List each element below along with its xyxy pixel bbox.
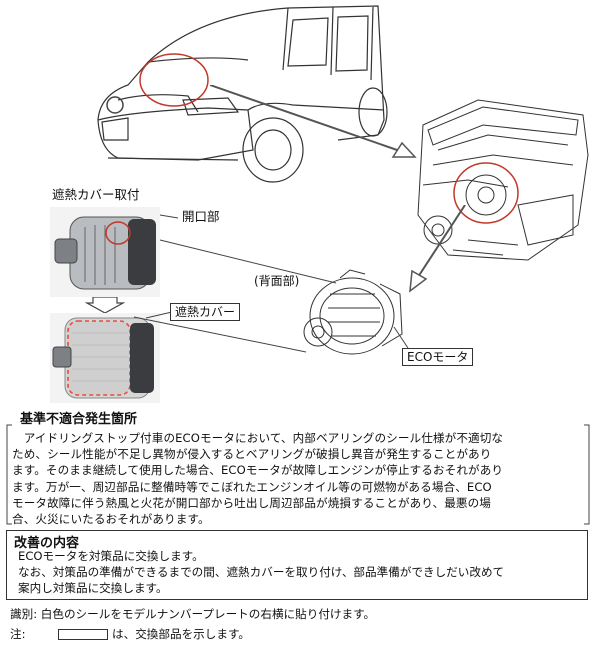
eco-motor-label: ECOモータ [402,348,474,366]
back-side-label: (背面部) [254,274,300,288]
defect-line: ます。そのまま継続して使用した場合、ECOモータが故障しエンジンが停止するおそれ… [12,463,504,478]
alternator-photo [50,207,160,297]
heat-cover-label: 遮熱カバー [170,303,241,321]
defect-description: アイドリングストップ付車のECOモータにおいて、内部ベアリングのシール仕様が不適… [12,430,584,527]
remedy-description: ECOモータを対策品に交換します。 なお、対策品の準備ができるまでの間、遮熱カバ… [18,548,584,596]
remedy-section-title: 改善の内容 [14,536,80,551]
defect-line: 合、火災にいたるおそれがあります。 [12,512,210,527]
engine-illustration [417,99,589,261]
vehicle-illustration [97,5,388,183]
arrow-icon [409,205,466,293]
remedy-line: 案内し対策品に交換します。 [18,581,168,595]
note-text: は、交換部品を示します。 [112,627,250,641]
defect-line: アイドリングストップ付車のECOモータにおいて、内部ベアリングのシール仕様が不適… [12,431,504,445]
heat-cover-installed-label: 遮熱カバー取付 [52,187,140,202]
remedy-section-frame [6,530,588,600]
defect-line: モータ故障に伴う熱風と火花が開口部から吐出し周辺部品が焼損することがあり、最悪の… [12,495,491,510]
opening-label: 開口部 [182,209,220,224]
defect-line: ため、シール性能が不足し異物が侵入するとベアリングが破損し異音が発生することがあ… [12,447,492,462]
replacement-part-legend-box [58,629,108,640]
defect-line: ます。万が一、周辺部品に整備時等でこぼれたエンジンオイル等の可燃物がある場合、E… [12,479,492,494]
arrow-down-icon [85,297,125,313]
eco-motor-illustration [303,269,403,355]
remedy-line: ECOモータを対策品に交換します。 [18,549,204,563]
heat-cover-photo [50,313,160,403]
note-label: 注: [10,627,26,641]
arrow-icon [210,85,417,158]
identification-text: 識別: 白色のシールをモデルナンバープレートの右横に貼り付けます。 [10,607,376,621]
remedy-line: なお、対策品の準備ができるまでの間、遮熱カバーを取り付け、部品準備ができしだい改… [18,565,505,579]
defect-section-frame [6,424,590,525]
defect-section-title: 基準不適合発生箇所 [18,408,140,427]
